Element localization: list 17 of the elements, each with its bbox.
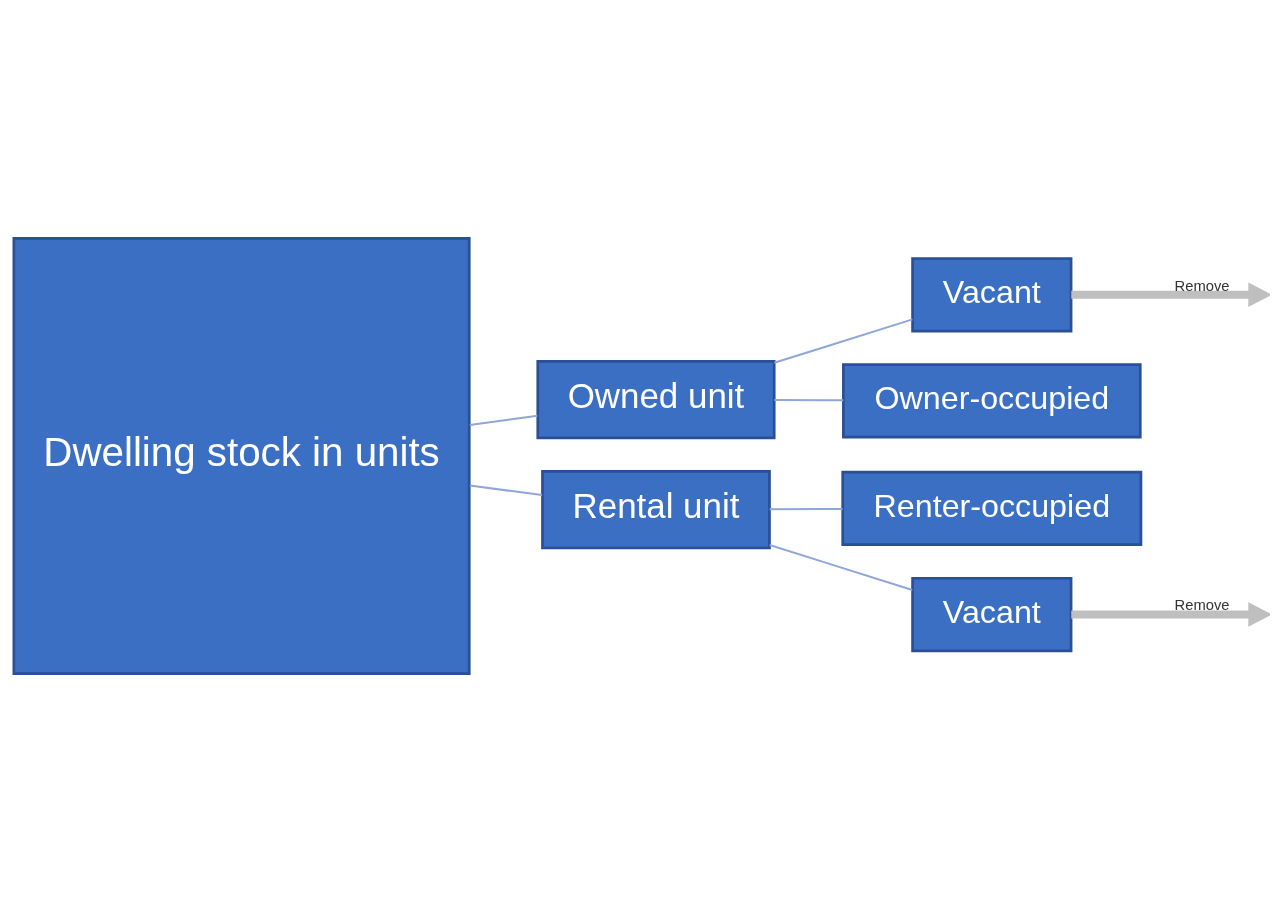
- node-box: Rental unit: [541, 469, 771, 549]
- node-box: Vacant: [911, 256, 1073, 332]
- edge-label: Remove: [1174, 277, 1230, 293]
- node-box: Owner-occupied: [842, 362, 1142, 439]
- arrow: [1071, 281, 1270, 307]
- connector: [469, 484, 543, 496]
- connector: [769, 543, 913, 591]
- connector: [774, 317, 913, 364]
- connector: [769, 507, 843, 510]
- node-box: Owned unit: [536, 359, 776, 439]
- node-box: Renter-occupied: [841, 470, 1143, 546]
- connector: [469, 414, 538, 426]
- node-box: Vacant: [911, 576, 1073, 652]
- connector: [774, 398, 844, 401]
- arrow: [1071, 601, 1270, 627]
- node-box: Dwelling stock in units: [12, 236, 471, 675]
- edge-label: Remove: [1174, 596, 1230, 613]
